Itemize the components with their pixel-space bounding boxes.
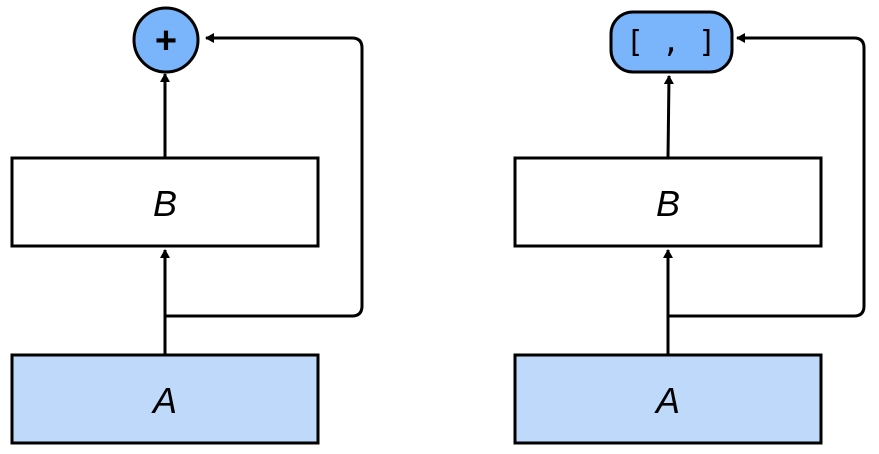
- concat-operator-symbol: [ , ]: [626, 25, 716, 60]
- layer-box-b: B: [513, 156, 823, 248]
- concat-operator-pill: [609, 10, 734, 74]
- add-operator-symbol: +: [155, 20, 177, 62]
- concat-operator: [ , ]: [609, 10, 734, 74]
- add-operator-circle: [132, 6, 200, 74]
- arrow-b-to-concat: [663, 75, 674, 159]
- input-box-a-label: A: [654, 380, 680, 421]
- layer-box-b-label: B: [153, 183, 177, 224]
- layer-box-b: B: [10, 156, 320, 248]
- layer-box-b-rect: [10, 156, 320, 248]
- input-box-a: A: [10, 353, 320, 445]
- panel-concatenation: A B [ , ]: [513, 10, 866, 445]
- input-box-a: A: [513, 353, 823, 445]
- layer-box-b-label: B: [656, 183, 680, 224]
- input-box-a-label: A: [151, 380, 177, 421]
- skip-connection-arrow: [668, 33, 866, 318]
- input-box-a-rect: [513, 353, 823, 445]
- add-operator: +: [132, 6, 200, 74]
- panel-residual-add: A B +: [10, 6, 364, 445]
- input-box-a-rect: [10, 353, 320, 445]
- skip-connection-arrow: [165, 33, 364, 318]
